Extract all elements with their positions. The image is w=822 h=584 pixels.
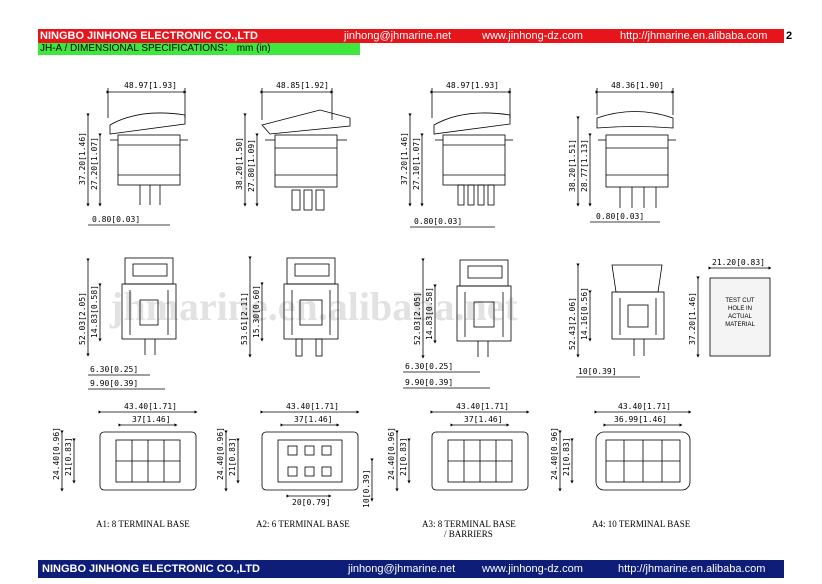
- dim-d-h1: 38.20[1.51]: [568, 139, 577, 192]
- dim-c2-h2: 14.83[0.58]: [425, 287, 434, 340]
- footer-alibaba-link[interactable]: http://jhmarine.en.alibaba.com: [618, 563, 766, 575]
- dim-a-top: 48.97[1.93]: [124, 81, 177, 90]
- dim-a2-h2: 14.83[0.58]: [90, 285, 99, 338]
- dim-a3-w2: 37[1.46]: [132, 415, 171, 424]
- dim-c-h2: 27.10[1.07]: [412, 137, 421, 190]
- watermark: jhmarine.en.alibaba.net: [109, 284, 518, 329]
- dim-a2-h1: 52.03[2.05]: [78, 292, 87, 345]
- caption-a2: A2: 6 TERMINAL BASE: [256, 519, 350, 529]
- dim-a-h2: 27.20[1.07]: [90, 137, 99, 190]
- dim-b-h1: 38.20[1.50]: [235, 137, 244, 190]
- dim-d-h2: 28.77[1.13]: [580, 139, 589, 192]
- dim-d2-bottom: 10[0.39]: [578, 367, 617, 376]
- cut-note-line-4: MATERIAL: [725, 322, 755, 328]
- dim-c3-h2: 21[0.83]: [399, 437, 408, 476]
- caption-a4: A4: 10 TERMINAL BASE: [592, 519, 691, 529]
- dim-c3-w1: 43.40[1.71]: [456, 402, 509, 411]
- footer-company: NINGBO JINHONG ELECTRONIC CO.,LTD: [42, 563, 260, 575]
- cut-note-line-1: TEST CUT: [725, 298, 755, 304]
- row1-side-views: [86, 88, 676, 228]
- cut-note-line-2: HOLE IN: [728, 306, 752, 312]
- dim-cut-height: 37.20[1.46]: [688, 292, 697, 345]
- dim-a3-h1: 24.40[0.96]: [52, 427, 61, 480]
- dim-a3-w1: 43.40[1.71]: [124, 402, 177, 411]
- row3-base-views: [60, 410, 692, 502]
- dim-a-bottom: 0.80[0.03]: [92, 215, 140, 224]
- footer-website[interactable]: www.jinhong-dz.com: [482, 563, 583, 575]
- header-email[interactable]: jinhong@jhmarine.net: [344, 30, 452, 42]
- dim-b3-right: 10[0.39]: [362, 469, 371, 508]
- dim-c3-w2: 37[1.46]: [464, 415, 503, 424]
- dim-c-bottom: 0.80[0.03]: [414, 217, 462, 226]
- dim-d3-h2: 21[0.83]: [562, 437, 571, 476]
- dim-d2-h2: 14.16[0.56]: [580, 287, 589, 340]
- header-company: NINGBO JINHONG ELECTRONIC CO.,LTD: [40, 30, 258, 42]
- cut-hole-note: TEST CUT HOLE IN ACTUAL MATERIAL: [725, 298, 755, 328]
- dim-d-top: 48.36[1.90]: [611, 81, 664, 90]
- technical-drawing: jhmarine.en.alibaba.net: [52, 81, 772, 539]
- caption-a1: A1: 8 TERMINAL BASE: [96, 519, 190, 529]
- dim-b2-h2: 15.30[0.60]: [252, 285, 261, 338]
- caption-a3: A3: 8 TERMINAL BASE: [422, 519, 516, 529]
- dim-b2-h1: 53.61[2.11]: [240, 292, 249, 345]
- dim-d-bottom: 0.80[0.03]: [596, 212, 644, 221]
- dim-c2-b1: 6.30[0.25]: [405, 362, 453, 371]
- dim-b3-bottom: 20[0.79]: [292, 498, 331, 507]
- row2-front-views: [86, 256, 772, 390]
- caption-a3-sub: / BARRIERS: [444, 529, 493, 539]
- spec-subtitle: JH-A / DIMENSIONAL SPECIFICATIONS： mm (i…: [38, 43, 360, 55]
- dim-b3-h1: 24.40[0.96]: [216, 427, 225, 480]
- dim-d3-w2: 36.99[1.46]: [614, 415, 667, 424]
- dim-b3-w2: 37[1.46]: [294, 415, 333, 424]
- dim-a-h1: 37.20[1.46]: [78, 132, 87, 185]
- dim-a2-b1: 6.30[0.25]: [90, 365, 138, 374]
- cut-note-line-3: ACTUAL: [728, 314, 752, 320]
- dim-b-h2: 27.80[1.09]: [247, 139, 256, 192]
- header-website[interactable]: www.jinhong-dz.com: [482, 30, 583, 42]
- dim-b-top: 48.85[1.92]: [276, 81, 329, 90]
- dim-d3-h1: 24.40[0.96]: [550, 427, 559, 480]
- dim-a2-b2: 9.90[0.39]: [90, 379, 138, 388]
- dim-c-h1: 37.20[1.46]: [400, 132, 409, 185]
- header-bar: NINGBO JINHONG ELECTRONIC CO.,LTD jinhon…: [38, 29, 784, 43]
- footer-email[interactable]: jinhong@jhmarine.net: [348, 563, 456, 575]
- dim-c2-h1: 52.03[2.05]: [413, 292, 422, 345]
- dim-c-top: 48.97[1.93]: [446, 81, 499, 90]
- dim-c3-h1: 24.40[0.96]: [387, 427, 396, 480]
- dim-cut-width: 21.20[0.83]: [712, 258, 765, 267]
- dim-b3-w1: 43.40[1.71]: [286, 402, 339, 411]
- footer-bar: NINGBO JINHONG ELECTRONIC CO.,LTD jinhon…: [38, 560, 784, 578]
- header-alibaba-link[interactable]: http://jhmarine.en.alibaba.com: [620, 30, 768, 42]
- dim-c2-b2: 9.90[0.39]: [405, 378, 453, 387]
- dim-d2-h1: 52.43[2.06]: [568, 297, 577, 350]
- page-number: 2: [786, 30, 793, 42]
- dim-a3-h2: 21[0.83]: [64, 437, 73, 476]
- dim-b3-h2: 21[0.83]: [228, 437, 237, 476]
- dim-d3-w1: 43.40[1.71]: [618, 402, 671, 411]
